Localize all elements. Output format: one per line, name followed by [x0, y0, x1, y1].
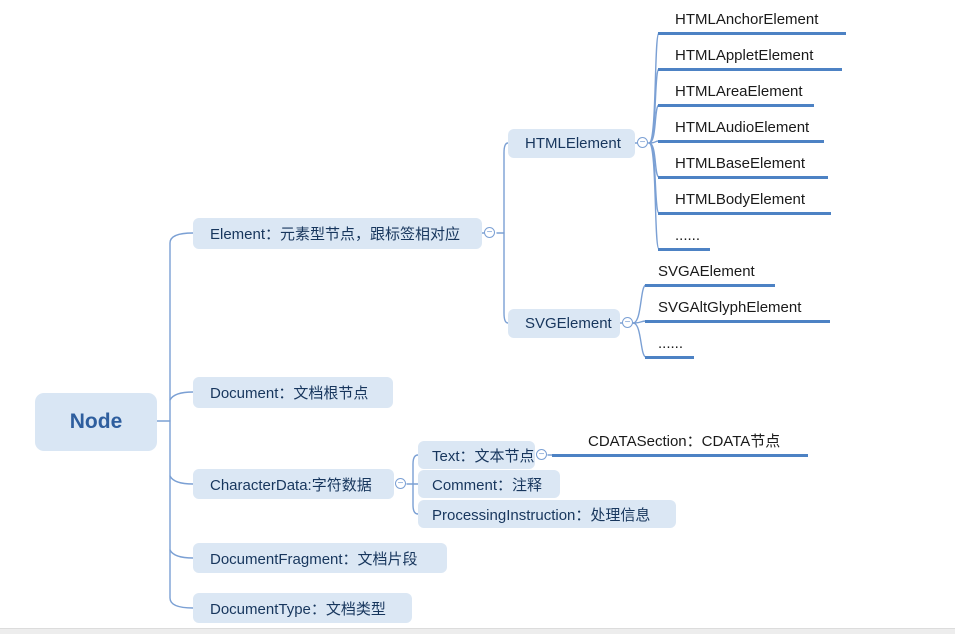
branch-line-element-trunk — [503, 142, 509, 324]
leaf-html-area-element[interactable]: HTMLAreaElement — [658, 82, 814, 107]
node-element-label: Element：元素型节点，跟标签相对应 — [210, 226, 461, 243]
collapse-toggle-text[interactable]: − — [536, 449, 547, 460]
branch-line-document — [169, 391, 194, 401]
node-document-label: Document：文档根节点 — [210, 385, 369, 402]
node-processing-instruction-label: ProcessingInstruction：处理信息 — [432, 506, 651, 524]
node-processing-instruction[interactable]: ProcessingInstruction：处理信息 — [418, 500, 676, 528]
node-text-label: Text：文本节点 — [432, 447, 535, 465]
node-root[interactable]: Node — [35, 393, 157, 451]
node-svg-element-label: SVGElement — [525, 315, 612, 332]
bottom-scrollbar-track[interactable] — [0, 628, 955, 634]
node-comment-label: Comment：注释 — [432, 476, 543, 494]
node-document-type[interactable]: DocumentType：文档类型 — [193, 593, 412, 623]
node-character-data[interactable]: CharacterData:字符数据 — [193, 469, 394, 499]
collapse-toggle-html-element[interactable]: − — [637, 137, 648, 148]
collapse-toggle-svg-element[interactable]: − — [622, 317, 633, 328]
node-comment[interactable]: Comment：注释 — [418, 470, 560, 498]
node-document-fragment-label: DocumentFragment：文档片段 — [210, 550, 418, 568]
leaf-svg-ellipsis[interactable]: ...... — [645, 334, 694, 359]
leaf-html-body-element[interactable]: HTMLBodyElement — [658, 190, 831, 215]
leaf-html-ellipsis[interactable]: ...... — [658, 226, 710, 251]
leaf-svg-a-element[interactable]: SVGAElement — [645, 262, 775, 287]
branch-line-character-data — [169, 475, 194, 485]
node-document[interactable]: Document：文档根节点 — [193, 377, 393, 408]
collapse-toggle-character-data[interactable]: − — [395, 478, 406, 489]
leaf-html-applet-element[interactable]: HTMLAppletElement — [658, 46, 842, 71]
node-document-type-label: DocumentType：文档类型 — [210, 600, 386, 618]
collapse-toggle-element[interactable]: − — [484, 227, 495, 238]
leaf-svg-alt-glyph-element[interactable]: SVGAltGlyphElement — [645, 298, 830, 323]
leaf-html-base-element[interactable]: HTMLBaseElement — [658, 154, 828, 179]
node-text[interactable]: Text：文本节点 — [418, 441, 535, 469]
branch-line-document-fragment — [169, 549, 194, 559]
leaf-html-anchor-element[interactable]: HTMLAnchorElement — [658, 10, 846, 35]
node-character-data-label: CharacterData:字符数据 — [210, 476, 372, 494]
node-svg-element[interactable]: SVGElement — [508, 309, 620, 338]
node-element[interactable]: Element：元素型节点，跟标签相对应 — [193, 218, 482, 249]
node-root-label: Node — [69, 410, 123, 433]
leaf-cdata-section[interactable]: CDATASection：CDATA节点 — [552, 432, 808, 457]
node-html-element[interactable]: HTMLElement — [508, 129, 635, 158]
node-document-fragment[interactable]: DocumentFragment：文档片段 — [193, 543, 447, 573]
branch-line-root-trunk — [169, 232, 194, 609]
leaf-html-audio-element[interactable]: HTMLAudioElement — [658, 118, 824, 143]
node-html-element-label: HTMLElement — [525, 135, 621, 152]
